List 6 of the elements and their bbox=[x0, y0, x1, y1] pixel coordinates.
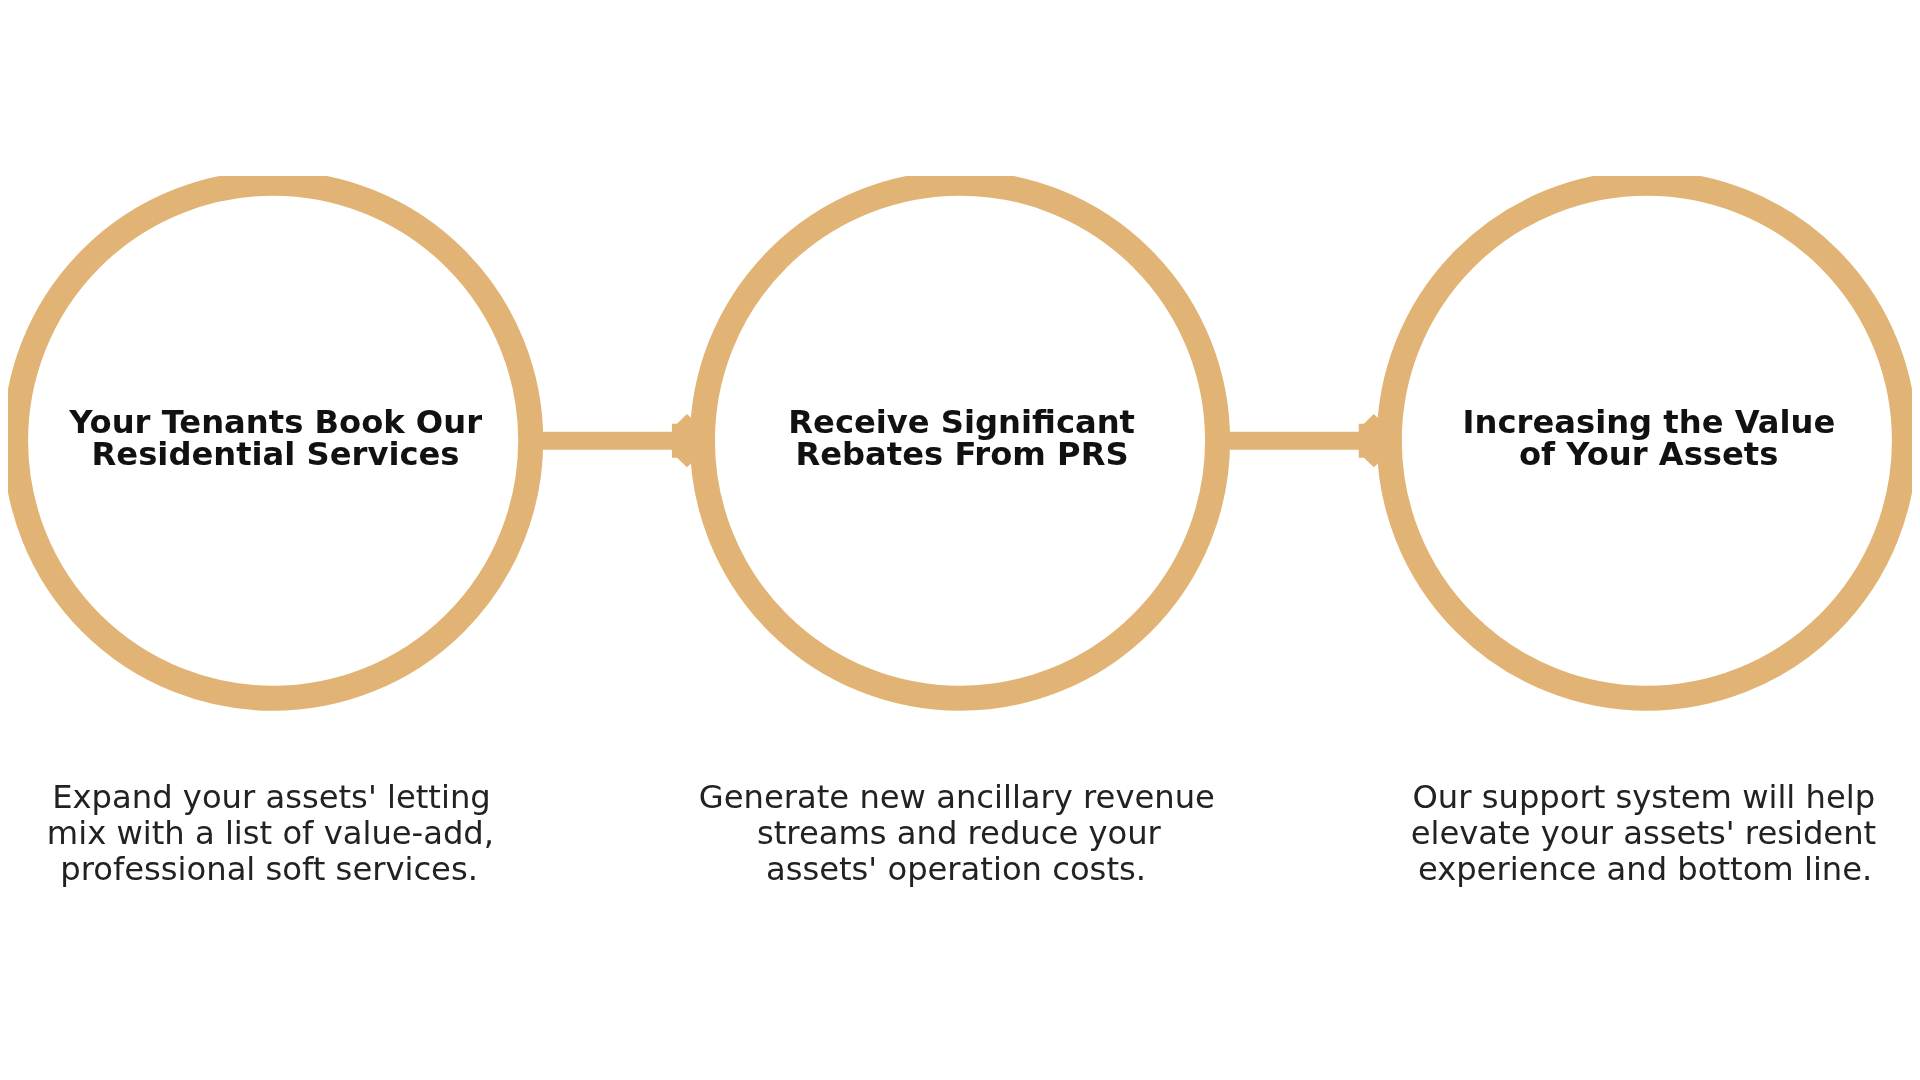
node-circle: Receive Significant Rebates From PRS bbox=[689, 176, 1231, 711]
node-circle: Your Tenants Book Our Residential Services bbox=[8, 176, 544, 711]
node-label: Generate new ancillary revenue streams and reduce your assets' operation costs. bbox=[698, 778, 1215, 888]
node-circle: Increasing the Value of Your Assets bbox=[1376, 176, 1912, 711]
node-label: Our support system will help elevate your assets' resident experience and bottom line. bbox=[1410, 778, 1877, 888]
node-label: Expand your assets' letting mix with a list of value-add, professional soft services. bbox=[46, 778, 495, 888]
